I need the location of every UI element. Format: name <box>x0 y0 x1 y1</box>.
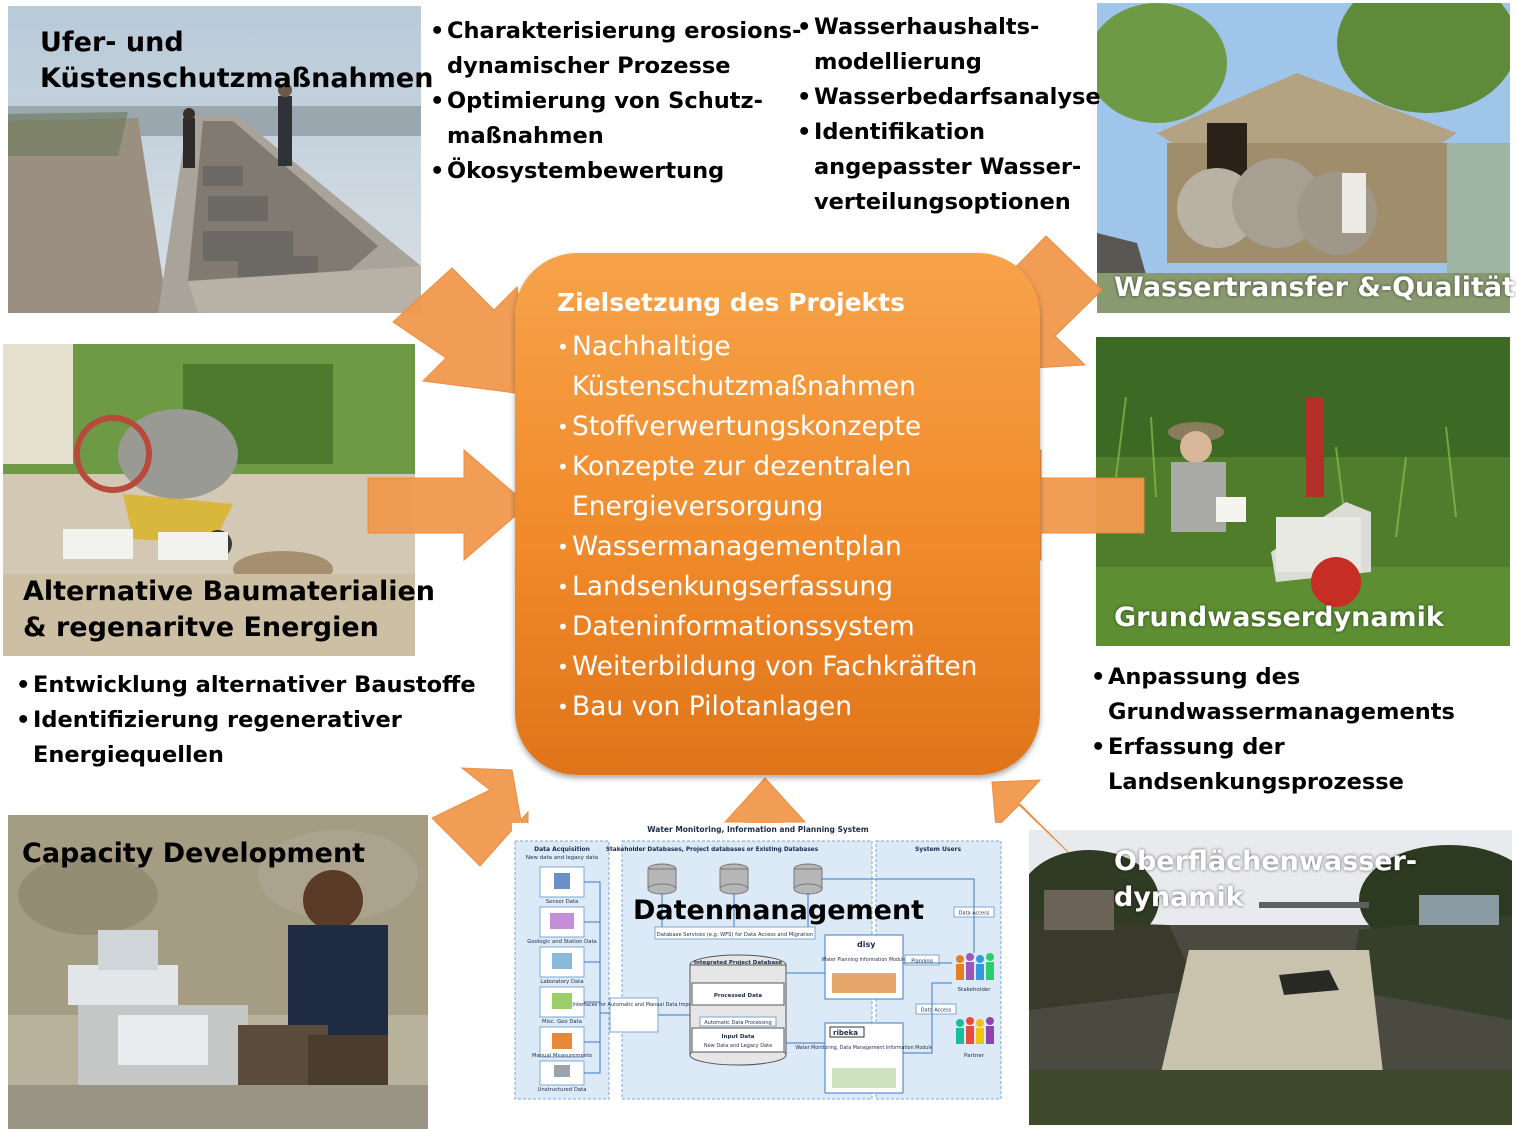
disy-module-label: Water Planning Information Module <box>822 957 907 963</box>
integrated-db-title: Integrated Project Database <box>694 960 782 966</box>
stakeholder-label: Stakeholder <box>958 987 992 993</box>
list-item: Stoffverwertungskonzepte <box>557 407 977 447</box>
coastal-protection-photo <box>8 6 421 313</box>
planning-label: Planning <box>911 959 933 965</box>
list-item: Dateninformationssystem <box>557 607 977 647</box>
source-label: Misc. Geo Data <box>542 1019 582 1025</box>
services-label: Database Services (e.g. WFS) for Data Ac… <box>657 932 813 938</box>
list-item: Nachhaltige Küstenschutzmaßnahmen <box>557 327 977 407</box>
title-capacity: Capacity Development <box>22 838 366 869</box>
title-data-management: Datenmanagement <box>633 895 925 926</box>
list-item: Erfassung der Landsenkungsprozesse <box>1091 730 1455 800</box>
diagram-title: Water Monitoring, Information and Planni… <box>647 825 869 834</box>
list-item: Optimierung von Schutz- maßnahmen <box>430 84 801 154</box>
list-item: Ökosystembewertung <box>430 154 801 189</box>
data-management-diagram: Water Monitoring, Information and Planni… <box>512 823 1004 1103</box>
source-label: Laboratory Data <box>540 979 583 985</box>
groundwater-bullets: Anpassung des Grundwassermanagements Erf… <box>1091 660 1455 800</box>
water-bullets: Wasserhaushalts- modellierung Wasserbeda… <box>797 10 1101 220</box>
materials-photo <box>3 344 415 656</box>
processing-label: Automatic Data Processing <box>704 1020 771 1026</box>
title-water-transfer: Wassertransfer &-Qualität <box>1114 272 1516 303</box>
arrow-capacity <box>431 767 529 867</box>
title-materials: Alternative Baumaterialien & regenaritve… <box>23 576 436 643</box>
users-heading: System Users <box>915 846 962 853</box>
acquisition-heading: Data Acquisition <box>534 846 590 853</box>
title-surface: Oberflächenwasser- dynamik <box>1114 846 1418 913</box>
stakeholder-people-icon <box>956 953 994 980</box>
list-item: Entwicklung alternativer Baustoffe <box>16 668 476 703</box>
source-label: Sensor Data <box>546 899 579 905</box>
capacity-photo <box>8 815 428 1129</box>
list-item: Konzepte zur dezentralen Energieversorgu… <box>557 447 977 527</box>
arrow-materials <box>367 448 529 562</box>
surface-water-photo <box>1029 830 1512 1125</box>
stakeholder-db-label: Stakeholder Databases, Project databases… <box>606 847 819 853</box>
data-access-label: Data Access <box>921 1008 952 1014</box>
acquisition-sub: New data and legacy data <box>526 855 598 861</box>
project-goals-list: Nachhaltige Küstenschutzmaßnahmen Stoffv… <box>557 327 977 727</box>
partner-people-icon <box>956 1017 994 1044</box>
project-goals-title: Zielsetzung des Projekts <box>557 288 905 317</box>
source-label: Manual Measurements <box>532 1053 592 1059</box>
processed-data-label: Processed Data <box>714 993 763 999</box>
materials-bullets: Entwicklung alternativer Baustoffe Ident… <box>16 668 476 773</box>
arrow-surface <box>991 779 1069 853</box>
input-data-label: Input Data <box>722 1034 755 1040</box>
list-item: Bau von Pilotanlagen <box>557 687 977 727</box>
list-item: Identifikation angepasster Wasser- verte… <box>797 115 1101 220</box>
list-item: Landsenkungserfassung <box>557 567 977 607</box>
disy-logo: disy <box>857 940 876 949</box>
source-label: Unstructured Data <box>538 1087 587 1093</box>
list-item: Wasserbedarfsanalyse <box>797 80 1101 115</box>
list-item: Wasserhaushalts- modellierung <box>797 10 1101 80</box>
list-item: Weiterbildung von Fachkräften <box>557 647 977 687</box>
list-item: Charakterisierung erosions- dynamischer … <box>430 14 801 84</box>
groundwater-photo <box>1096 337 1510 646</box>
arrow-coastal <box>392 267 532 396</box>
coastal-bullets: Charakterisierung erosions- dynamischer … <box>430 14 801 189</box>
title-coastal: Ufer- und Küstenschutzmaßnahmen <box>40 27 434 94</box>
ribeka-logo: ribeka <box>833 1029 858 1037</box>
source-label: Geologic and Station Data <box>527 939 597 945</box>
water-transfer-photo <box>1097 3 1510 313</box>
list-item: Wassermanagementplan <box>557 527 977 567</box>
title-groundwater: Grundwasserdynamik <box>1114 602 1444 633</box>
interfaces-label: Interfaces for Automatic and Manual Data… <box>572 1002 695 1008</box>
list-item: Identifizierung regenerativer Energieque… <box>16 703 476 773</box>
partner-label: Partner <box>964 1053 985 1059</box>
ribeka-module-label: Water Monitoring, Data Management Inform… <box>795 1045 932 1051</box>
input-data-sub: New Data and Legacy Data <box>704 1043 772 1049</box>
list-item: Anpassung des Grundwassermanagements <box>1091 660 1455 730</box>
